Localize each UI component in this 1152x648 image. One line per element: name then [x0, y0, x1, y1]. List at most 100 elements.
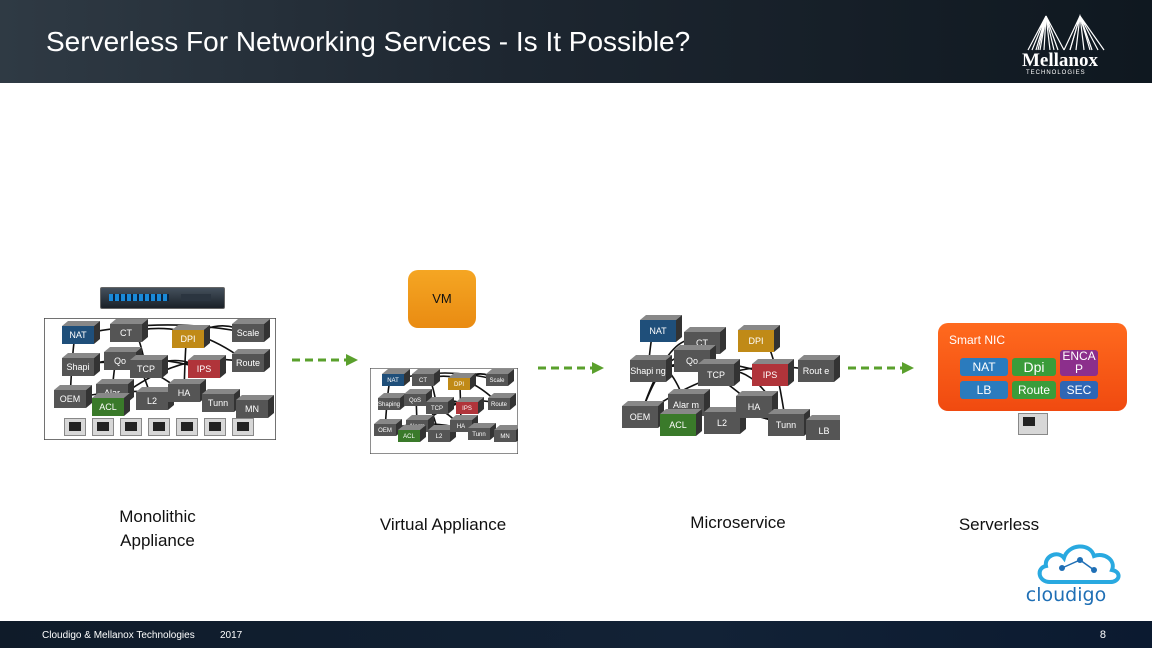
micro-cube-label: Tunn — [776, 420, 796, 430]
nic-block-route: Route — [1012, 381, 1056, 399]
mono-cube-top — [104, 347, 142, 352]
footer-year: 2017 — [220, 630, 242, 641]
page-number: 8 — [1100, 629, 1106, 641]
mono-cube-top — [232, 349, 270, 354]
mono-cube-label: Shapi — [66, 362, 89, 372]
mono-cube-label: DPI — [180, 334, 195, 344]
micro-cube-label: Alar m — [673, 400, 699, 410]
caption-monolithic-line2: Appliance — [100, 531, 215, 551]
mono-cube-top — [92, 393, 130, 398]
mono-cube-label: IPS — [197, 364, 212, 374]
micro-cube-top — [698, 359, 740, 364]
mono-cube-top — [130, 355, 168, 360]
mono-cube-top — [168, 379, 206, 384]
micro-cube-top — [660, 409, 702, 414]
mono-cube-top — [62, 353, 100, 358]
mono-cube-top — [188, 355, 226, 360]
mono-cube-label: HA — [178, 388, 191, 398]
virt-cube-label: L2 — [436, 434, 443, 440]
micro-cube-label: DPI — [748, 336, 763, 346]
micro-cube-label: TCP — [707, 370, 725, 380]
micro-cube-top — [768, 409, 810, 414]
mono-cube-label: Scale — [237, 328, 260, 338]
nic-port-icon — [1018, 413, 1048, 435]
appliance-device-image — [100, 287, 225, 309]
nic-block-nat: NAT — [960, 358, 1008, 376]
virt-cube-label: Tunn — [472, 432, 485, 438]
micro-cube-label: LB — [818, 426, 829, 436]
logo-wordmark: Mellanox — [1022, 50, 1098, 72]
mono-cube-top — [110, 319, 148, 324]
micro-cube-top — [738, 325, 780, 330]
nic-block-sec: SEC — [1060, 381, 1098, 399]
nic-block-lb: LB — [960, 381, 1008, 399]
virt-cube-label: MN — [500, 434, 509, 440]
smart-nic-title: Smart NIC — [949, 333, 1005, 347]
cloudigo-wordmark: cloudigo — [1018, 584, 1114, 606]
virt-cube-label: HA — [457, 424, 465, 430]
mono-cube-label: Route — [236, 358, 260, 368]
nic-block-dpi: Dpi — [1012, 358, 1056, 376]
monolithic-ports — [64, 418, 254, 436]
micro-cube-label: Rout e — [803, 366, 830, 376]
mono-cube-top — [54, 385, 92, 390]
mono-cube-label: Tunn — [208, 398, 228, 408]
mono-cube-label: MN — [245, 404, 259, 414]
virt-cube-label: Scale — [489, 378, 505, 384]
caption-serverless: Serverless — [944, 515, 1054, 535]
mono-cube-top — [236, 395, 274, 400]
mono-cube-label: NAT — [69, 330, 87, 340]
micro-cube-top — [736, 391, 778, 396]
mono-cube-top — [202, 389, 240, 394]
mono-cube-label: Qo — [114, 356, 126, 366]
virt-cube-label: Shaping — [378, 402, 400, 408]
cloudigo-logo-icon — [1032, 538, 1128, 588]
mono-cube-top — [172, 325, 210, 330]
arrow-3-icon — [846, 360, 916, 376]
arrow-1-icon — [290, 352, 360, 368]
micro-cube-top — [752, 359, 794, 364]
micro-cube-label: HA — [748, 402, 761, 412]
nic-block-encap: ENCA P — [1060, 350, 1098, 376]
caption-microservice: Microservice — [676, 513, 800, 533]
micro-cube-top — [684, 327, 726, 332]
virt-cube-label: OEM — [378, 428, 392, 434]
micro-cube-label: IPS — [763, 370, 778, 380]
micro-cube-top — [674, 345, 716, 350]
micro-cube-label: OEM — [630, 412, 651, 422]
virt-cube-label: IPS — [462, 406, 472, 412]
micro-cube-label: L2 — [717, 418, 727, 428]
virt-cube-label: CT — [419, 378, 427, 384]
micro-cube-label: Qo — [686, 356, 698, 366]
mono-cube-label: L2 — [147, 396, 157, 406]
logo-subtitle: TECHNOLOGIES — [1026, 70, 1086, 76]
virtual-diagram: NATCTDPIScaleShapingQoSTCPIPSRouteOEMAla… — [370, 368, 518, 454]
vm-box: VM — [408, 270, 476, 328]
mono-cube-label: CT — [120, 328, 132, 338]
mono-cube-top — [232, 319, 270, 324]
mono-cube-label: ACL — [99, 402, 117, 412]
virt-cube-label: DPI — [454, 382, 464, 388]
mono-cube-label: TCP — [137, 364, 155, 374]
footer-credit: Cloudigo & Mellanox Technologies — [42, 630, 195, 641]
slide-title: Serverless For Networking Services - Is … — [46, 26, 690, 58]
mono-cube-top — [62, 321, 100, 326]
virt-cube-label: TCP — [431, 406, 443, 412]
micro-cube-label: NAT — [649, 326, 667, 336]
micro-cube-label: ACL — [669, 420, 687, 430]
virt-cube-label: QoS — [409, 398, 421, 404]
caption-monolithic-line1: Monolithic — [100, 507, 215, 527]
micro-cube-top — [640, 315, 682, 320]
virt-cube-label: NAT — [387, 378, 399, 384]
mono-cube-label: OEM — [60, 394, 81, 404]
micro-cube-top — [630, 355, 672, 360]
virt-cube-label: Route — [491, 402, 508, 408]
micro-cube-top — [668, 389, 710, 394]
micro-cube-top — [798, 355, 840, 360]
arrow-2-icon — [536, 360, 606, 376]
caption-monolithic: Monolithic Appliance — [100, 507, 215, 551]
mono-cube-top — [96, 379, 134, 384]
micro-cube-top — [622, 401, 664, 406]
caption-virtual: Virtual Appliance — [360, 515, 526, 535]
